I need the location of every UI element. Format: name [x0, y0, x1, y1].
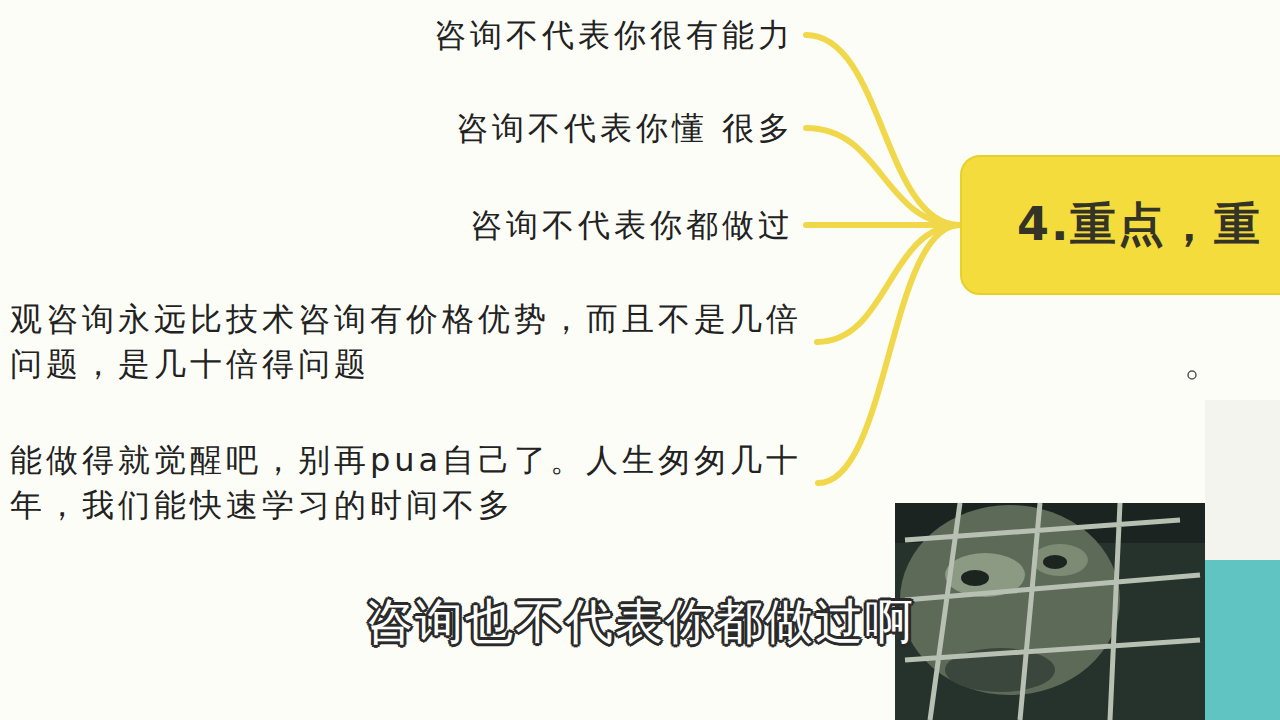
- branch-curve: [806, 35, 960, 225]
- node-text: 观咨询永远比技术咨询有价格优势，而且不是几倍 问题，是几十倍得问题: [10, 297, 805, 387]
- topic-box: 4.重点，重: [960, 155, 1280, 295]
- branch-curve: [817, 225, 960, 342]
- node-text: 咨询不代表你都做过: [470, 203, 794, 248]
- node-text: 咨询不代表你很有能力: [434, 13, 794, 58]
- branch-item: 能做得就觉醒吧，别再pua自己了。人生匆匆几十 年，我们能快速学习的时间不多: [2, 438, 814, 528]
- branch-item: 观咨询永远比技术咨询有价格优势，而且不是几倍 问题，是几十倍得问题: [2, 297, 813, 387]
- node-text: 能做得就觉醒吧，别再pua自己了。人生匆匆几十 年，我们能快速学习的时间不多: [10, 438, 806, 528]
- branch-curve: [806, 128, 960, 225]
- branch-item: 咨询不代表你懂 很多: [448, 106, 802, 151]
- subtitle: 咨询也不代表你都做过啊: [365, 590, 915, 654]
- branch-item: 咨询不代表你很有能力: [426, 13, 802, 58]
- webcam-photo: [895, 503, 1205, 720]
- branch-curve: [818, 225, 960, 483]
- photo-light: [1205, 400, 1280, 560]
- branch-item: 咨询不代表你都做过: [462, 203, 802, 248]
- dot: [1188, 371, 1196, 379]
- node-text: 4.重点，重: [1017, 194, 1262, 256]
- photo-teal: [1205, 560, 1280, 720]
- node-text: 咨询不代表你懂 很多: [456, 106, 794, 151]
